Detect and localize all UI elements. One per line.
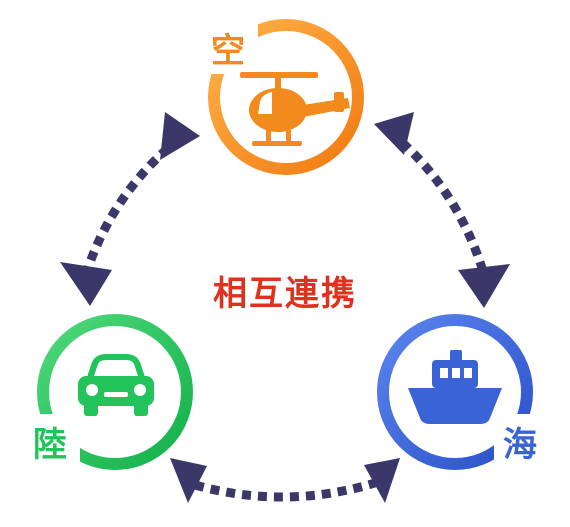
helicopter-icon bbox=[240, 72, 350, 146]
sea-label-backdrop bbox=[494, 414, 550, 466]
node-sky: 空 bbox=[202, 19, 364, 175]
diagram-title: 相互連携 bbox=[213, 274, 357, 314]
connector-land-sea bbox=[170, 458, 400, 503]
arrowhead-sky-land-bottom bbox=[60, 262, 112, 306]
arrowhead-land-sea-right bbox=[364, 458, 400, 503]
ship-icon bbox=[408, 350, 502, 424]
arrowhead-sky-land-top bbox=[160, 112, 200, 160]
car-icon bbox=[78, 354, 154, 416]
arrowhead-sky-sea-bottom bbox=[458, 264, 510, 308]
connector-sky-land bbox=[60, 112, 200, 306]
sky-label-backdrop bbox=[202, 20, 258, 74]
arrowhead-sky-sea-top bbox=[374, 112, 414, 155]
arrowhead-land-sea-left bbox=[170, 458, 207, 503]
sky-label: 空 bbox=[211, 31, 245, 71]
node-sea: 海 bbox=[377, 314, 550, 470]
connector-sky-sea bbox=[374, 112, 510, 308]
land-label: 陸 bbox=[33, 425, 67, 465]
land-label-backdrop bbox=[24, 414, 80, 466]
dotted-line-land-sea bbox=[193, 478, 377, 502]
sea-label: 海 bbox=[503, 425, 537, 465]
dotted-line-sky-land bbox=[83, 134, 183, 270]
node-land: 陸 bbox=[24, 314, 193, 470]
